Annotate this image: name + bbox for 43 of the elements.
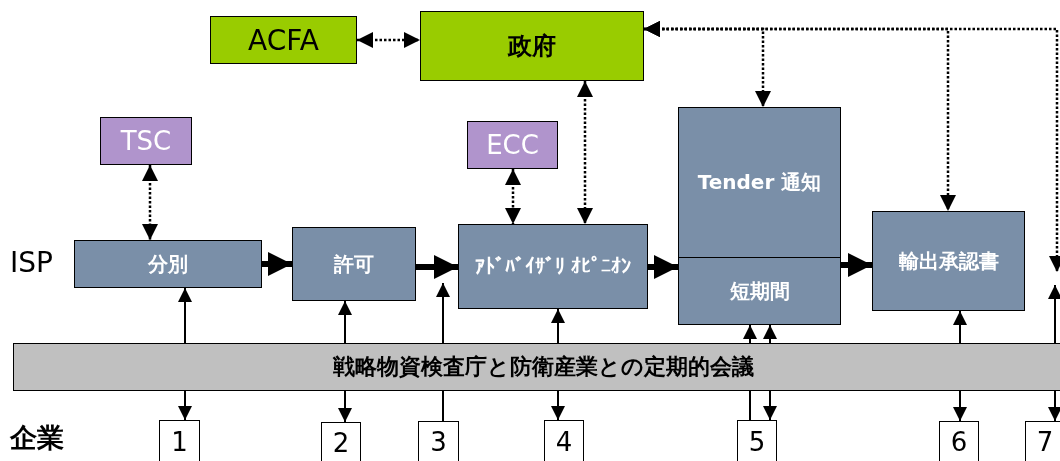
arrow <box>648 255 678 279</box>
arrow <box>142 165 158 240</box>
process-box: 輸出承認書 <box>872 211 1025 311</box>
arrow <box>763 324 777 344</box>
number-box: 4 <box>544 420 584 461</box>
arrow <box>743 324 757 344</box>
arrow <box>644 21 1060 272</box>
number-box: 2 <box>321 422 361 461</box>
number-box: 6 <box>939 421 979 461</box>
arrow <box>416 255 458 279</box>
meeting-band: 戦略物資検査庁と防衛産業との定期的会議 <box>13 343 1060 391</box>
row-label: ISP <box>10 246 53 279</box>
arrow <box>178 390 192 421</box>
arrow <box>262 252 292 276</box>
arrow <box>436 282 450 344</box>
arrow <box>953 310 967 344</box>
number-box: 7 <box>1025 421 1060 461</box>
arrow <box>763 390 777 421</box>
government-box: 政府 <box>420 11 644 81</box>
arrow <box>953 390 967 422</box>
process-box: 短期間 <box>678 257 841 325</box>
process-box: 許可 <box>292 227 416 301</box>
arrow <box>577 81 593 224</box>
arrow <box>551 390 565 421</box>
arrow <box>1048 284 1060 344</box>
arrow <box>505 169 521 224</box>
number-box: 1 <box>159 420 200 461</box>
arrow <box>338 390 352 423</box>
arrow <box>338 300 352 344</box>
arrow <box>1048 390 1060 422</box>
agency-box: ACFA <box>210 16 357 64</box>
process-box: ｱﾄﾞﾊﾞｲｻﾞﾘ ｵﾋﾟﾆｵﾝ <box>458 224 648 309</box>
arrow <box>178 287 192 344</box>
committee-box: ECC <box>467 121 558 169</box>
number-box: 3 <box>418 421 459 461</box>
committee-box: TSC <box>100 117 192 165</box>
arrow <box>357 32 420 48</box>
arrow <box>841 253 872 277</box>
row-label: 企業 <box>10 421 64 455</box>
arrow <box>551 308 565 344</box>
process-box: Tender 通知 <box>678 107 841 258</box>
process-box: 分別 <box>74 240 262 288</box>
number-box: 5 <box>737 420 777 461</box>
